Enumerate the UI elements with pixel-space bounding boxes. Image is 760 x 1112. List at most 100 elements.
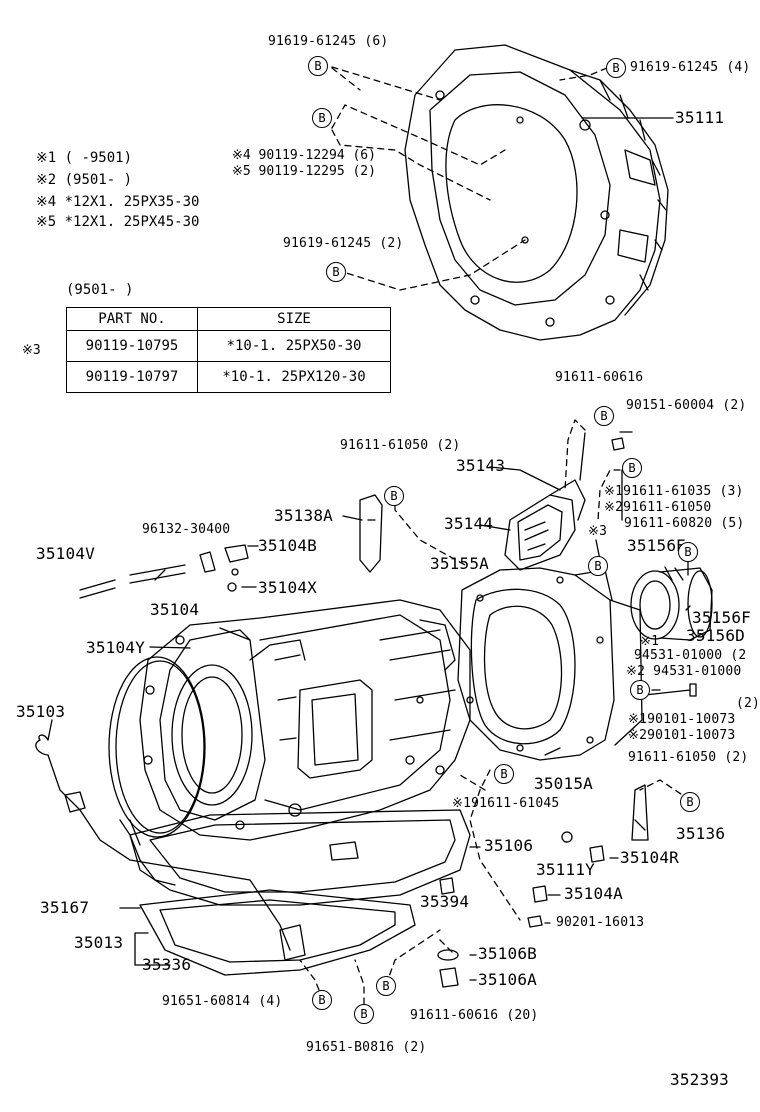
bolt-90101 [644, 683, 697, 697]
label-91611-60820: 91611-60820 (5) [624, 516, 745, 531]
lever-35138A [359, 494, 383, 573]
lever-35136 [631, 784, 649, 841]
label-91619-61245-2: 91619-61245 (2) [283, 236, 404, 251]
label-35144: 35144 [444, 514, 494, 533]
note-5b: ※5 90119-12295 (2) [232, 164, 376, 179]
bolt-marker: B [630, 680, 650, 700]
housing-leaders [331, 66, 608, 291]
bolt-marker: B [588, 556, 608, 576]
label-96132-30400: 96132-30400 [142, 522, 231, 537]
label-mark-1: ※1 [640, 634, 660, 649]
label-35104Y: 35104Y [86, 638, 145, 657]
label-91619-61245-6: 91619-61245 (6) [268, 34, 389, 49]
label-35111Y: 35111Y [536, 860, 595, 879]
bolt-marker: B [354, 1004, 374, 1024]
label-94531-01000-b: ※2 94531-01000 [626, 664, 742, 679]
label-35104A: 35104A [564, 884, 623, 903]
dipstick-35103 [35, 734, 291, 951]
label-35111: 35111 [675, 108, 725, 127]
label-35104V: 35104V [36, 544, 95, 563]
plug-35106A [439, 967, 459, 988]
table-row: 90119-10795 *10-1. 25PX50-30 [66, 330, 391, 362]
note-5: ※5 *12X1. 25PX45-30 [36, 214, 200, 230]
converter-housing-35111 [404, 44, 669, 341]
bolt-size-table: PART NO. SIZE 90119-10795 *10-1. 25PX50-… [66, 307, 391, 393]
bolt-marker: B [678, 542, 698, 562]
gasket-35106B [437, 949, 459, 961]
bolt-marker: B [312, 990, 332, 1010]
plug-35104R [589, 845, 605, 863]
label-90101-10073-a: ※190101-10073 [628, 712, 736, 727]
plug-35104A [532, 885, 548, 903]
label-91611-60616-20: 91611-60616 (20) [410, 1008, 539, 1023]
label-35156E: 35156E [627, 536, 686, 555]
note-1: ※1 ( -9501) [36, 150, 133, 166]
label-91611-60616: 91611-60616 [555, 370, 644, 385]
label-35155A: 35155A [430, 554, 489, 573]
table-marker: ※3 [22, 343, 41, 358]
label-94531-01000-a: 94531-01000 (2 [634, 648, 747, 663]
table-caption: (9501- ) [66, 282, 134, 298]
bolt-marker: B [326, 262, 346, 282]
bolt-marker: B [384, 486, 404, 506]
lower-cover-35013 [139, 889, 416, 976]
note-4: ※4 *12X1. 25PX35-30 [36, 194, 200, 210]
bolt-marker: B [594, 406, 614, 426]
transmission-case-35104 [139, 599, 471, 841]
bolt-90201 [527, 915, 543, 928]
label-35336: 35336 [142, 955, 192, 974]
header-size: SIZE [197, 307, 391, 331]
fitting-35104B [199, 544, 249, 573]
label-91611-61050-a: 91611-61050 (2) [340, 438, 461, 453]
bolt-90151 [611, 437, 625, 451]
cell-part: 90119-10797 [66, 361, 198, 393]
bolt-marker: B [680, 792, 700, 812]
label-91611-61050-b: ※291611-61050 [604, 500, 712, 515]
bolt-marker: B [622, 458, 642, 478]
cell-part: 90119-10795 [66, 330, 198, 362]
bolt-marker: B [494, 764, 514, 784]
label-35106B: 35106B [478, 944, 537, 963]
label-90101-10073-b: ※290101-10073 [628, 728, 736, 743]
label-35167: 35167 [40, 898, 90, 917]
label-35156F: 35156F [692, 608, 751, 627]
note-2: ※2 (9501- ) [36, 172, 133, 188]
label-91651-60814: 91651-60814 (4) [162, 994, 283, 1009]
oring-35111Y [561, 831, 573, 843]
label-35104R: 35104R [620, 848, 679, 867]
label-35106A: 35106A [478, 970, 537, 989]
label-91611-61050-c: 91611-61050 (2) [628, 750, 749, 765]
label-35103: 35103 [16, 702, 66, 721]
label-352393: 352393 [670, 1070, 729, 1089]
oil-pan-35106 [129, 809, 471, 906]
label-91651-B0816: 91651-B0816 (2) [306, 1040, 427, 1055]
rear-seal-35156 [630, 566, 713, 641]
label-91611-61045: ※191611-61045 [452, 796, 560, 811]
label-91619-61245-4: 91619-61245 (4) [630, 60, 751, 75]
leader-lines [47, 117, 691, 981]
gasket-35104Y [108, 656, 206, 838]
label-35394: 35394 [420, 892, 470, 911]
label-35136: 35136 [676, 824, 726, 843]
label-91611-61035: ※191611-61035 (3) [604, 484, 744, 499]
bolt-marker: B [312, 108, 332, 128]
lower-leaders [299, 419, 691, 1016]
label-35015A: 35015A [534, 774, 593, 793]
label-35138A: 35138A [274, 506, 333, 525]
bolt-marker: B [606, 58, 626, 78]
label-mark-3: ※3 [588, 524, 608, 539]
label-35104X: 35104X [258, 578, 317, 597]
cell-size: *10-1. 25PX120-30 [197, 361, 391, 393]
label-35013: 35013 [74, 933, 124, 952]
extension-housing-35015A [457, 567, 643, 761]
label-35104B: 35104B [258, 536, 317, 555]
cell-size: *10-1. 25PX50-30 [197, 330, 391, 362]
label-35104: 35104 [150, 600, 200, 619]
label-qty-2: (2) [736, 696, 760, 711]
cover-35144 [504, 479, 586, 571]
label-90151-60004: 90151-60004 (2) [626, 398, 747, 413]
label-35106: 35106 [484, 836, 534, 855]
label-90201-16013: 90201-16013 [556, 915, 645, 930]
